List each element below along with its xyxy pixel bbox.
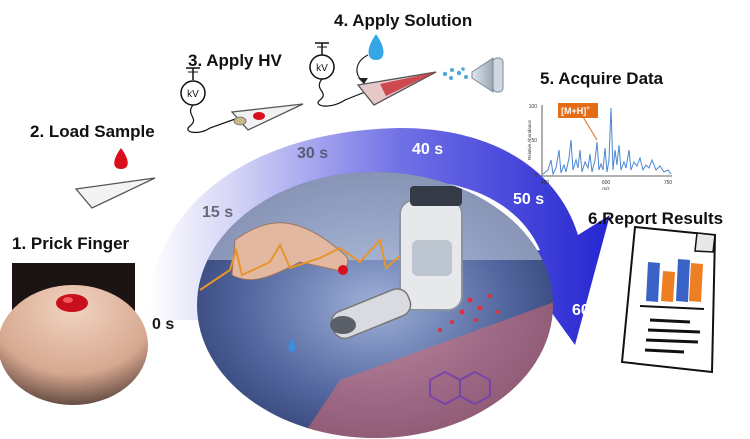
step2-paper-triangle <box>74 148 156 209</box>
spectrum-ytick-bottom: 0 <box>534 173 537 179</box>
step4-kv-label: kV <box>316 63 328 74</box>
center-photo <box>197 172 553 438</box>
step3-label: 3. Apply HV <box>188 51 282 70</box>
step1-finger-photo <box>0 263 148 405</box>
timeline-arrow <box>148 128 610 345</box>
time-tick-0s: 0 s <box>152 316 175 333</box>
step2-label: 2. Load Sample <box>30 122 155 141</box>
step6-report-icon <box>620 225 717 374</box>
spectrum-ytick-top: 100 <box>529 104 538 110</box>
step4-solution-setup <box>309 34 504 107</box>
time-tick-40s: 40 s <box>412 141 444 158</box>
step4-label: 4. Apply Solution <box>334 11 473 30</box>
spectrum-ylabel: Relative Abundance <box>527 119 532 160</box>
step3-kv-label: kV <box>187 89 199 100</box>
spectrum-xtick-end: 750 <box>664 180 673 186</box>
blood-drop-icon <box>114 148 128 169</box>
solution-drop-icon <box>368 34 384 60</box>
spectrum-peak-label: [M+H]+ <box>561 106 590 116</box>
time-tick-30s: 30 s <box>297 145 329 162</box>
spectrum-ytick-mid: 50 <box>531 138 537 144</box>
spectrum-xtick-start: 450 <box>541 180 550 186</box>
spectrum-xtick-mid: 600 <box>602 180 611 186</box>
step6-label: 6.Report Results <box>588 209 724 228</box>
step3-hv-setup <box>180 67 304 134</box>
step5-spectrum: [M+H]+ 100 50 0 450 600 750 m/z Relative… <box>527 103 672 191</box>
step1-label: 1. Prick Finger <box>12 234 130 253</box>
time-tick-15s: 15 s <box>202 204 234 221</box>
spectrum-xlabel: m/z <box>602 186 610 191</box>
step5-label: 5. Acquire Data <box>540 69 664 88</box>
time-tick-50s: 50 s <box>513 191 545 208</box>
time-tick-60s: 60 s <box>572 302 604 319</box>
